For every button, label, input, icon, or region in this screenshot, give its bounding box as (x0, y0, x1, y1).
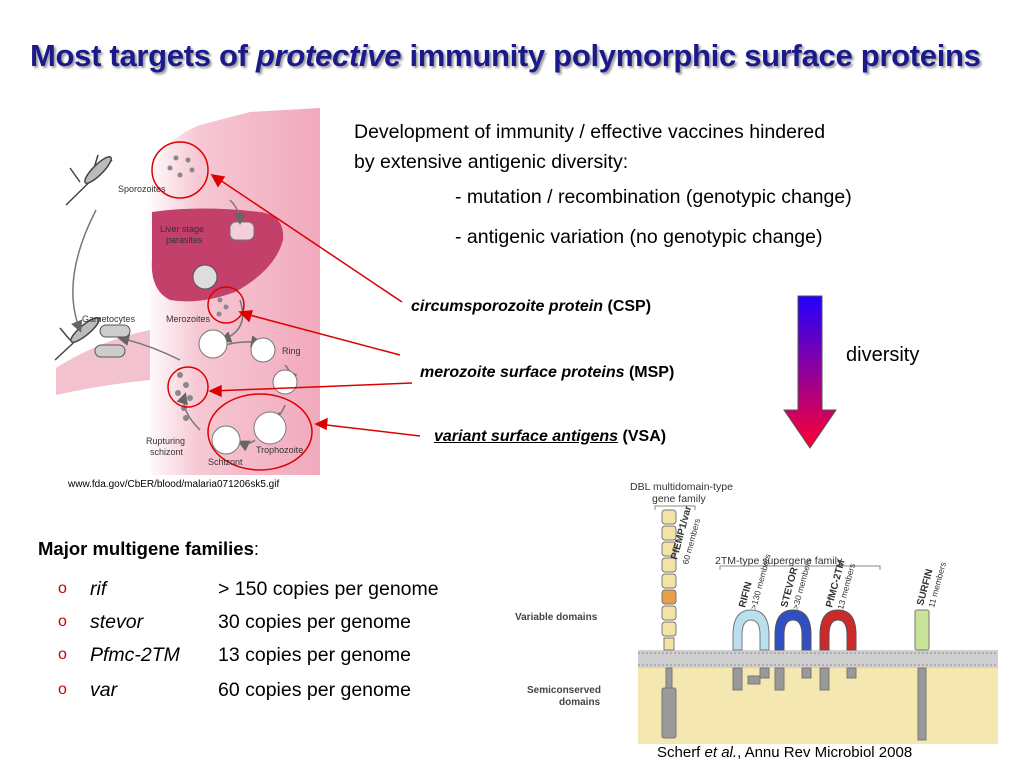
semiconserved-label-1: Semiconserved (527, 685, 601, 696)
title-italic: protective (256, 38, 402, 73)
membrane-band (638, 650, 998, 668)
mosquito-icon-top (65, 154, 113, 206)
label-liver-stage-1: Liver stage (160, 224, 204, 234)
protein-msp: merozoite surface proteins (MSP) (420, 364, 674, 382)
multigene-heading: Major multigene families: (38, 538, 259, 560)
slide-title: Most targets of protective immunity poly… (30, 30, 1010, 81)
arm-shape (56, 330, 150, 395)
intro-text: Development of immunity / effective vacc… (354, 117, 825, 177)
dbl-title-1: DBL multidomain-type (630, 481, 733, 493)
callout-circle-infected-cells (207, 393, 313, 471)
intro-bullet-1: - mutation / recombination (genotypic ch… (455, 186, 852, 208)
multigene-heading-text: Major multigene families (38, 538, 254, 559)
family-name: rif (90, 578, 107, 600)
reference-etal: et al. (704, 744, 738, 761)
bullet-icon: o (58, 646, 67, 663)
reference-citation: Scherf et al., Annu Rev Microbiol 2008 (657, 744, 912, 761)
dbl-title-2: gene family (652, 493, 706, 505)
protein-csp-abbr: (CSP) (607, 298, 652, 315)
label-schizont: Schizont (208, 457, 243, 467)
rifin-arch (732, 609, 770, 651)
multigene-heading-suffix: : (253, 538, 260, 559)
image-source: www.fda.gov/CbER/blood/malaria071206sk5.… (68, 479, 280, 490)
label-rupturing-2: schizont (150, 447, 184, 457)
reference-rest: , Annu Rev Microbiol 2008 (737, 744, 913, 761)
family-name: Pfmc-2TM (90, 644, 180, 666)
family-row-pfmc2tm: o Pfmc-2TM 13 copies per genome (58, 644, 498, 670)
callout-circle-sporozoites (151, 141, 209, 199)
label-sporozoites: Sporozoites (118, 184, 166, 194)
label-trophozoite: Trophozoite (256, 445, 303, 455)
protein-csp: circumsporozoite protein (CSP) (411, 298, 651, 316)
family-copies: 30 copies per genome (218, 611, 411, 633)
family-copies: 60 copies per genome (218, 679, 411, 701)
callout-circle-blood-merozoites (167, 366, 209, 408)
intro-line-2: by extensive antigenic diversity: (354, 151, 629, 173)
family-copies: > 150 copies per genome (218, 578, 439, 600)
gene-family-diagram: DBL multidomain-type gene family 2TM-typ… (515, 481, 998, 744)
semiconserved-label-2: domains (559, 697, 601, 708)
stevor-arch (774, 609, 812, 651)
family-row-rif: o rif > 150 copies per genome (58, 578, 498, 604)
bullet-icon: o (58, 580, 67, 597)
title-part2: immunity polymorphic surface proteins (401, 38, 981, 73)
protein-vsa-name: variant surface antigens (434, 428, 619, 445)
label-liver-stage-2: parasites (166, 235, 203, 245)
diversity-label: diversity (846, 344, 920, 366)
pfmc2tm-arch (819, 609, 857, 651)
label-rupturing-1: Rupturing (146, 436, 185, 446)
label-gametocytes: Gametocytes (82, 314, 136, 324)
tm-title: 2TM-type supergene family (715, 555, 843, 567)
bullet-icon: o (58, 613, 67, 630)
family-copies: 13 copies per genome (218, 644, 411, 666)
diversity-arrow (783, 295, 837, 449)
variable-domains-label: Variable domains (515, 612, 598, 623)
bullet-icon: o (58, 681, 67, 698)
title-part1: Most targets of (30, 38, 256, 73)
label-merozoites: Merozoites (166, 314, 211, 324)
protein-vsa: variant surface antigens (VSA) (434, 428, 666, 446)
family-name: var (90, 679, 118, 701)
protein-vsa-abbr: (VSA) (622, 428, 667, 445)
protein-msp-name: merozoite surface proteins (420, 364, 625, 381)
reference-author: Scherf (657, 744, 705, 761)
family-row-stevor: o stevor 30 copies per genome (58, 611, 498, 637)
callout-circle-merozoites (207, 286, 245, 324)
family-row-var: o var 60 copies per genome (58, 679, 498, 705)
intro-line-1: Development of immunity / effective vacc… (354, 121, 826, 143)
protein-msp-abbr: (MSP) (628, 364, 675, 381)
family-name: stevor (90, 611, 144, 633)
protein-csp-name: circumsporozoite protein (411, 298, 604, 315)
label-ring: Ring (282, 346, 301, 356)
intro-bullet-2: - antigenic variation (no genotypic chan… (455, 226, 823, 248)
